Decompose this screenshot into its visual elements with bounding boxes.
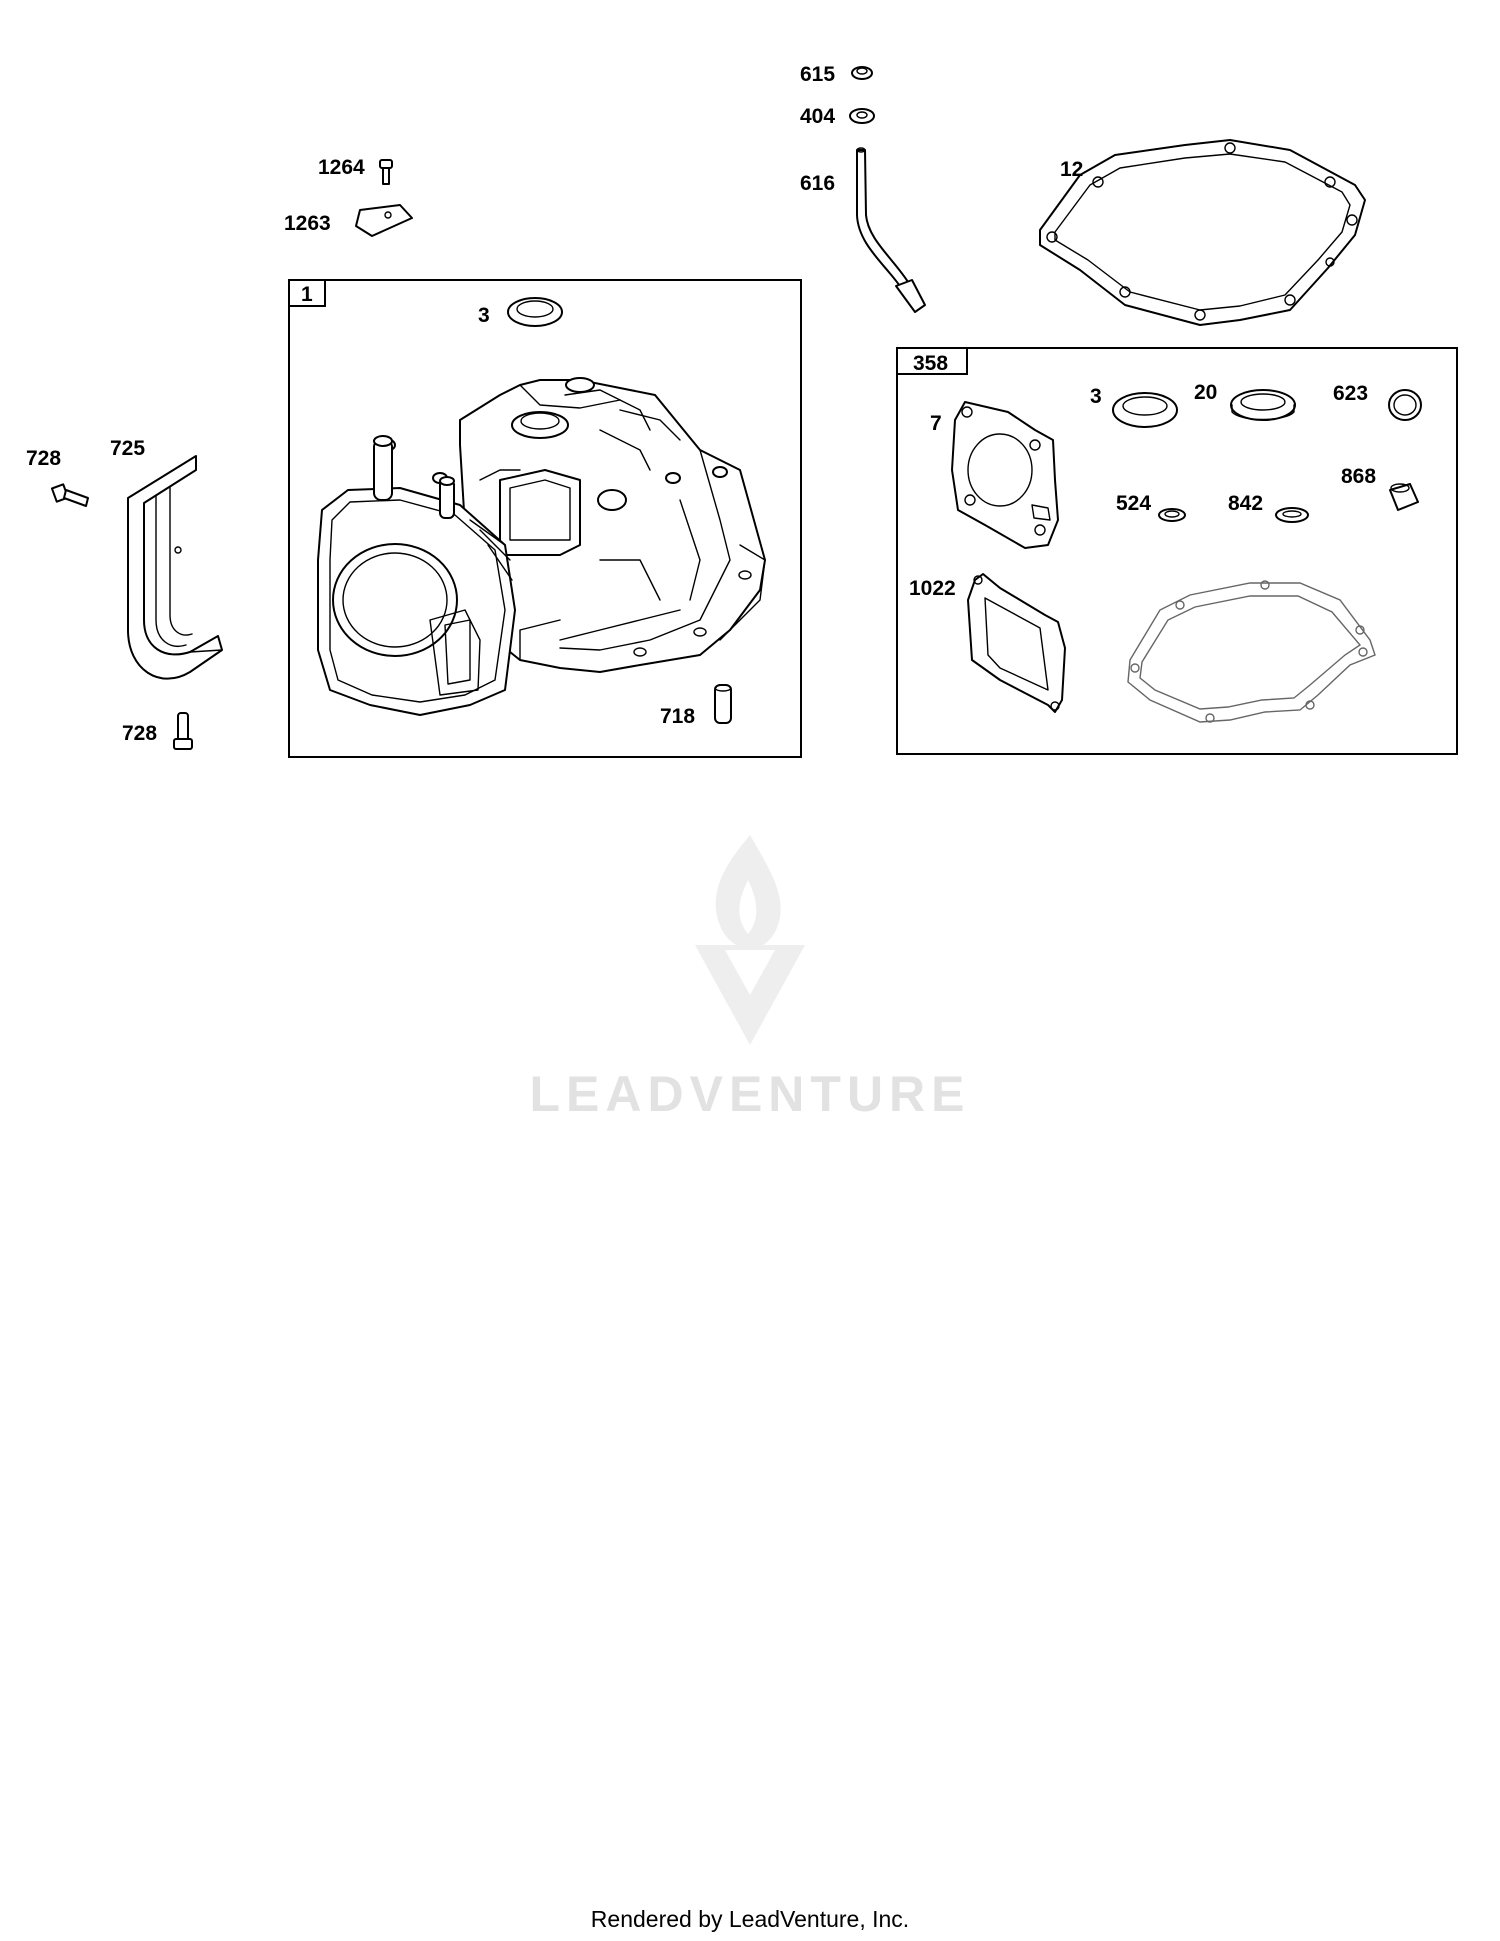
- callout-728-bottom: 728: [122, 722, 157, 745]
- watermark-text: LEADVENTURE: [529, 1066, 970, 1122]
- part-3-seal-gasket-set[interactable]: [1112, 392, 1178, 428]
- box-label-gasket-set: 358: [913, 352, 948, 375]
- part-404-o-ring[interactable]: [849, 108, 875, 124]
- part-728-bolt-bottom[interactable]: [173, 712, 193, 750]
- callout-718: 718: [660, 705, 695, 728]
- callout-404: 404: [800, 105, 835, 128]
- part-725-bracket[interactable]: [127, 455, 223, 680]
- box-gasket-set: 358: [896, 347, 1458, 755]
- callout-868: 868: [1341, 465, 1376, 488]
- part-1-cylinder-block[interactable]: [317, 377, 766, 716]
- callout-842: 842: [1228, 492, 1263, 515]
- part-3-seal-cylinder-box[interactable]: [507, 297, 563, 327]
- part-718-dowel-pin[interactable]: [714, 684, 732, 724]
- part-623-ring[interactable]: [1388, 389, 1422, 421]
- part-728-bolt-top[interactable]: [50, 483, 89, 507]
- callout-524: 524: [1116, 492, 1151, 515]
- callout-3-gasket-set: 3: [1090, 385, 1102, 408]
- callout-616: 616: [800, 172, 835, 195]
- callout-1263: 1263: [284, 212, 331, 235]
- callout-728-top: 728: [26, 447, 61, 470]
- callout-623: 623: [1333, 382, 1368, 405]
- callout-7: 7: [930, 412, 942, 435]
- callout-3-cylinder-box: 3: [478, 304, 490, 327]
- callout-20: 20: [1194, 381, 1217, 404]
- part-842-seal-ring[interactable]: [1275, 507, 1309, 523]
- part-12-crankcase-gasket[interactable]: [1039, 139, 1366, 326]
- callout-615: 615: [800, 63, 835, 86]
- part-1264-screw[interactable]: [379, 159, 393, 185]
- callout-1022: 1022: [909, 577, 956, 600]
- part-12-crankcase-gasket-in-set: [1127, 580, 1376, 723]
- part-7-head-gasket[interactable]: [951, 401, 1059, 549]
- leadventure-watermark-logo: LEADVENTURE: [529, 835, 970, 1122]
- box-cylinder-assembly: 1: [288, 279, 802, 758]
- part-1022-intake-gasket[interactable]: [967, 573, 1066, 713]
- callout-725: 725: [110, 437, 145, 460]
- part-615-cap[interactable]: [851, 66, 873, 80]
- part-524-seal-ring[interactable]: [1158, 508, 1186, 522]
- part-616-dipstick-tube[interactable]: [856, 147, 926, 313]
- callout-1264: 1264: [318, 156, 365, 179]
- part-20-oil-seal[interactable]: [1230, 389, 1296, 421]
- footer-credit: Rendered by LeadVenture, Inc.: [590, 1906, 910, 1932]
- part-1263-plate[interactable]: [355, 204, 413, 237]
- part-868-plug[interactable]: [1389, 483, 1419, 511]
- callout-12: 12: [1060, 158, 1083, 181]
- box-label-cylinder: 1: [301, 283, 313, 306]
